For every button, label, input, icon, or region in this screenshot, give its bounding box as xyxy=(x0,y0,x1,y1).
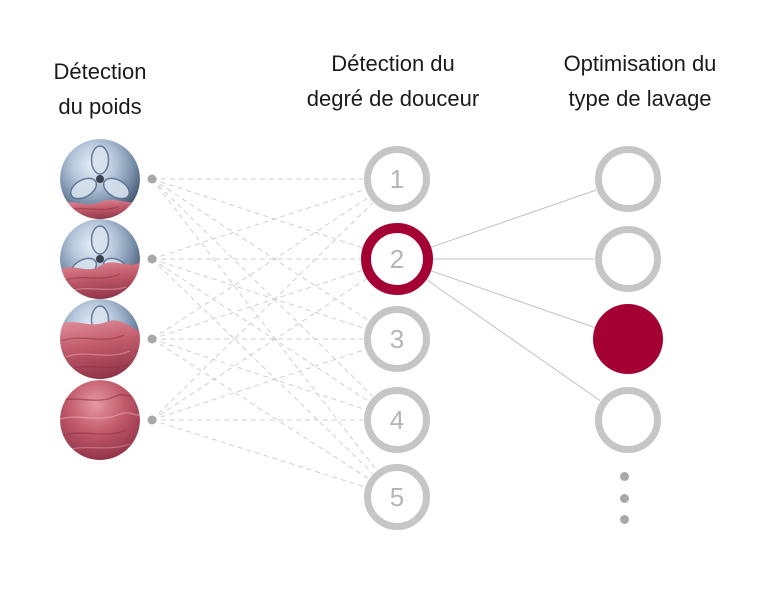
hidden-node-label: 4 xyxy=(389,405,405,435)
hidden-node-label: 5 xyxy=(389,482,405,512)
input-node-1 xyxy=(60,139,140,219)
output-node-4 xyxy=(595,387,661,453)
ellipsis-dot xyxy=(620,472,629,481)
hidden-node-4: 4 xyxy=(364,387,430,453)
column-header-weight-detection: Détection du poids xyxy=(10,54,190,124)
header-line: Détection du xyxy=(331,51,455,76)
hidden-node-label: 1 xyxy=(389,164,405,194)
column-header-wash-optimization: Optimisation du type de lavage xyxy=(520,46,760,116)
washer-drum-full-load-image xyxy=(60,380,140,460)
header-line: Optimisation du xyxy=(563,51,717,76)
header-line: du poids xyxy=(58,94,142,119)
washer-drum-large-load-image xyxy=(60,299,140,379)
ellipsis-dot xyxy=(620,494,629,503)
hidden-to-output-links xyxy=(426,189,601,402)
output-node-3-selected xyxy=(593,304,663,374)
hidden-node-1: 1 xyxy=(364,146,430,212)
header-line: Détection xyxy=(53,59,147,84)
output-node-1 xyxy=(595,146,661,212)
hidden-node-2-selected: 2 xyxy=(361,223,433,295)
input-node-4 xyxy=(60,380,140,460)
washer-drum-small-load-image xyxy=(60,139,140,219)
column-header-softness-detection: Détection du degré de douceur xyxy=(273,46,513,116)
ellipsis-dot xyxy=(620,515,629,524)
input-node-dots xyxy=(147,174,157,425)
washer-drum-half-load-image xyxy=(60,219,140,299)
hidden-node-label: 2 xyxy=(389,244,405,274)
header-line: type de lavage xyxy=(568,86,712,111)
input-node-2 xyxy=(60,219,140,299)
input-node-3 xyxy=(60,299,140,379)
hidden-node-label: 3 xyxy=(389,324,405,354)
input-to-hidden-links xyxy=(151,178,377,488)
output-node-2 xyxy=(595,226,661,292)
hidden-node-5: 5 xyxy=(364,464,430,530)
hidden-node-3: 3 xyxy=(364,306,430,372)
header-line: degré de douceur xyxy=(306,86,480,111)
